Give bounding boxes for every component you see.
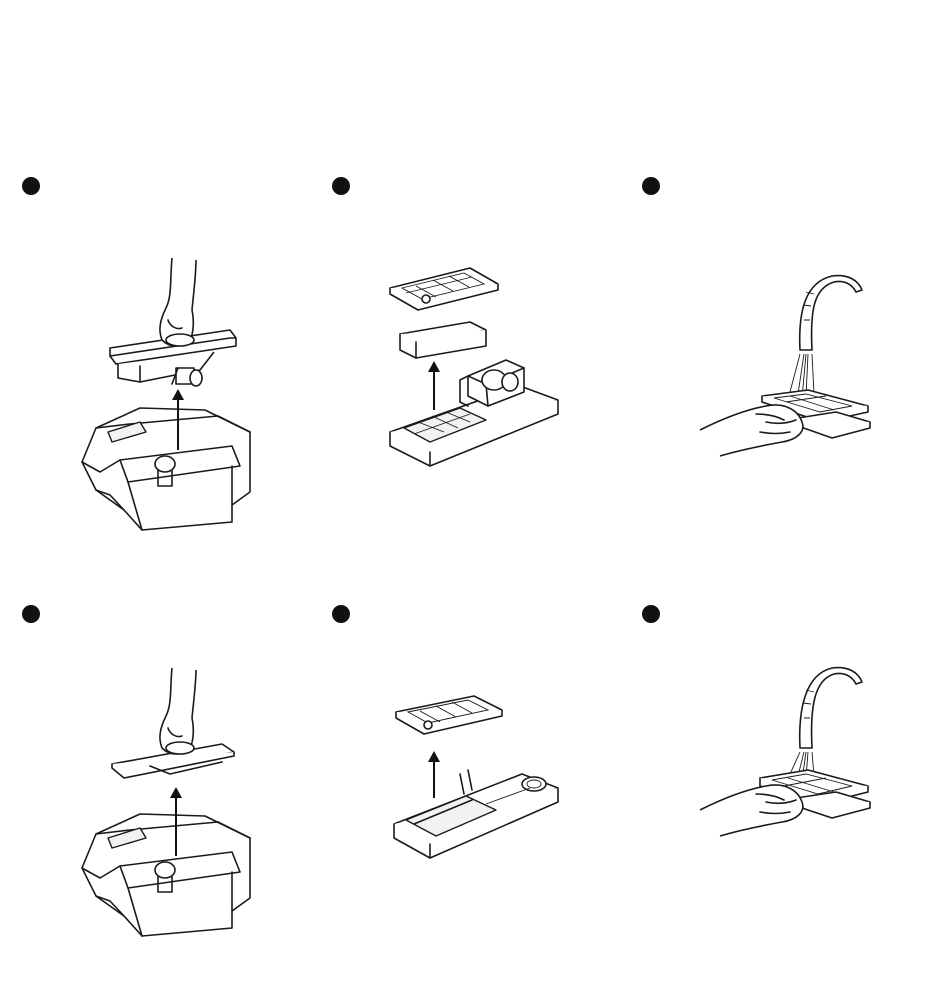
remove-filter-sponge-icon [310, 170, 620, 570]
instruction-sheet [0, 0, 950, 951]
rinse-filter-under-tap-icon [620, 598, 930, 998]
rinse-filter-under-tap-icon [620, 170, 930, 570]
step-1-panel [0, 170, 310, 570]
step-5-panel [310, 598, 620, 998]
step-3-panel [620, 170, 930, 570]
lift-lid-from-tank-icon [0, 170, 310, 570]
step-4-panel [0, 598, 310, 998]
step-6-panel [620, 598, 930, 998]
lift-lid-from-tank-icon [0, 598, 310, 998]
remove-filter-from-tray-icon [310, 598, 620, 998]
step-2-panel [310, 170, 620, 570]
